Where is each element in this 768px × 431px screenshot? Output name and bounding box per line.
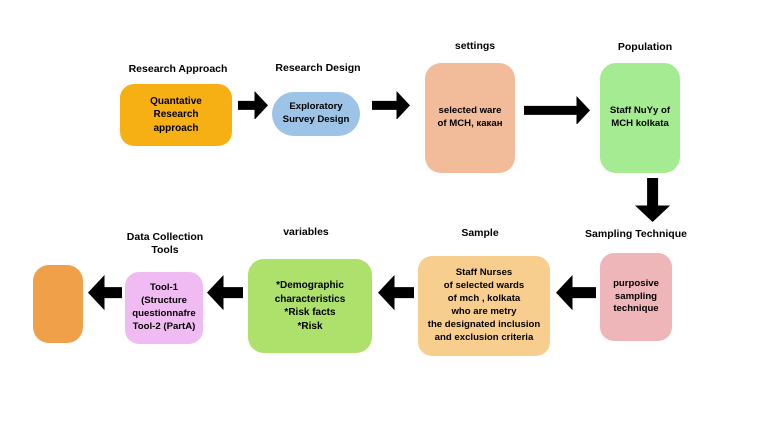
- caption-data-collection-tools: Data Collection Tools: [126, 231, 204, 257]
- arrow-sample-to-variables: [378, 275, 414, 311]
- node-quantative-research-approach[interactable]: Quantative Research approach: [120, 84, 232, 146]
- caption-research-approach: Research Approach: [128, 63, 228, 75]
- node-variables-list[interactable]: *Demographic characteristics *Risk facts…: [248, 259, 372, 353]
- arrow-approach-to-design: [238, 90, 268, 120]
- node-settings-selected-ware[interactable]: selected ware of MCH, какан: [425, 63, 515, 173]
- arrow-design-to-settings: [372, 90, 410, 120]
- node-final-output-blank[interactable]: [33, 265, 83, 343]
- node-population-staff-nuyy[interactable]: Staff NuYy of MCH kolkata: [600, 63, 680, 173]
- caption-sampling-technique: Sampling Technique: [585, 228, 687, 240]
- arrow-settings-to-population: [524, 95, 590, 125]
- caption-settings: settings: [454, 40, 496, 52]
- node-sample-staff-nurses[interactable]: Staff Nurses of selected wards of mch , …: [418, 256, 550, 356]
- caption-population: Population: [617, 41, 673, 53]
- arrow-tools-to-output: [88, 275, 122, 311]
- node-data-collection-tool-1-2[interactable]: Tool-1 (Structure questionnafre Tool-2 (…: [125, 272, 203, 344]
- caption-variables: variables: [283, 226, 329, 238]
- node-purposive-sampling-technique[interactable]: purposive sampling technique: [600, 253, 672, 341]
- caption-sample: Sample: [461, 227, 499, 239]
- arrow-variables-to-tools: [207, 275, 243, 311]
- caption-research-design: Research Design: [275, 62, 361, 74]
- node-exploratory-survey-design[interactable]: Exploratory Survey Design: [272, 92, 360, 136]
- arrow-population-to-sampling: [635, 178, 671, 222]
- arrow-sampling-to-sample: [556, 275, 596, 311]
